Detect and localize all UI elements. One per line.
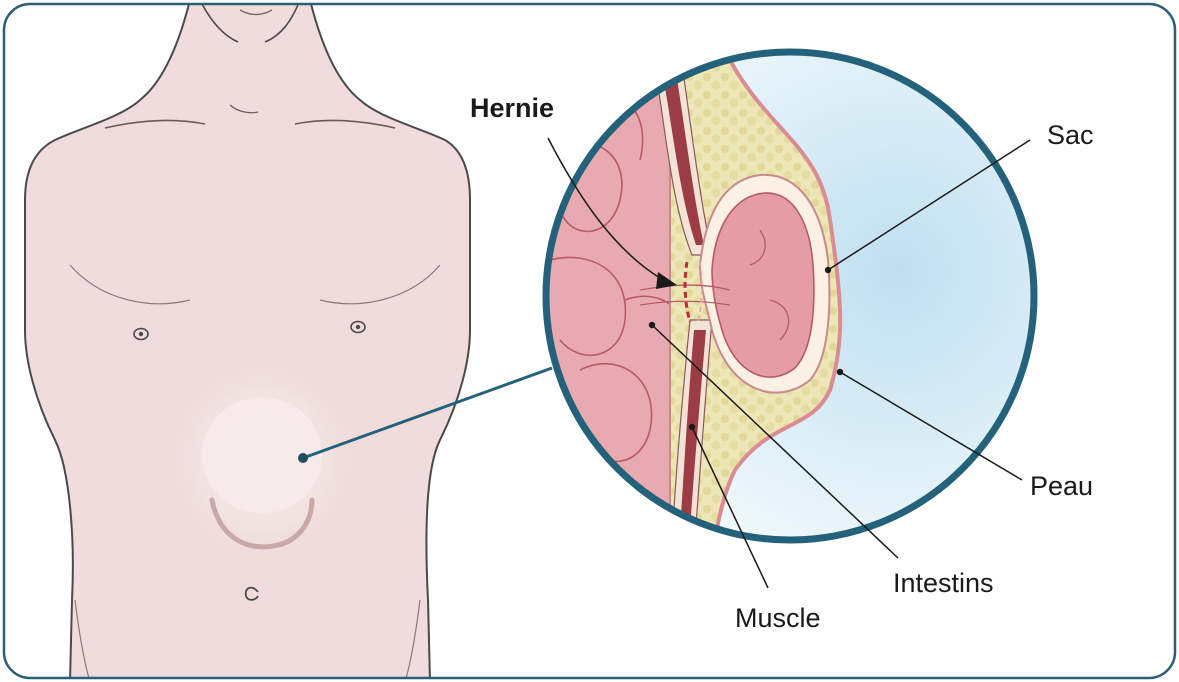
label-sac: Sac bbox=[1047, 122, 1094, 149]
label-muscle: Muscle bbox=[735, 605, 821, 632]
label-peau: Peau bbox=[1030, 473, 1093, 500]
torso-skin bbox=[25, 0, 470, 682]
torso-figure bbox=[25, 0, 470, 682]
zoom-circle bbox=[540, 40, 1034, 560]
left-nipple bbox=[134, 329, 148, 340]
label-intestins: Intestins bbox=[893, 570, 994, 597]
right-nipple bbox=[351, 322, 365, 333]
label-hernie: Hernie bbox=[470, 95, 554, 122]
zoom-connector-dot bbox=[298, 453, 308, 463]
hernia-bulge bbox=[167, 370, 357, 570]
